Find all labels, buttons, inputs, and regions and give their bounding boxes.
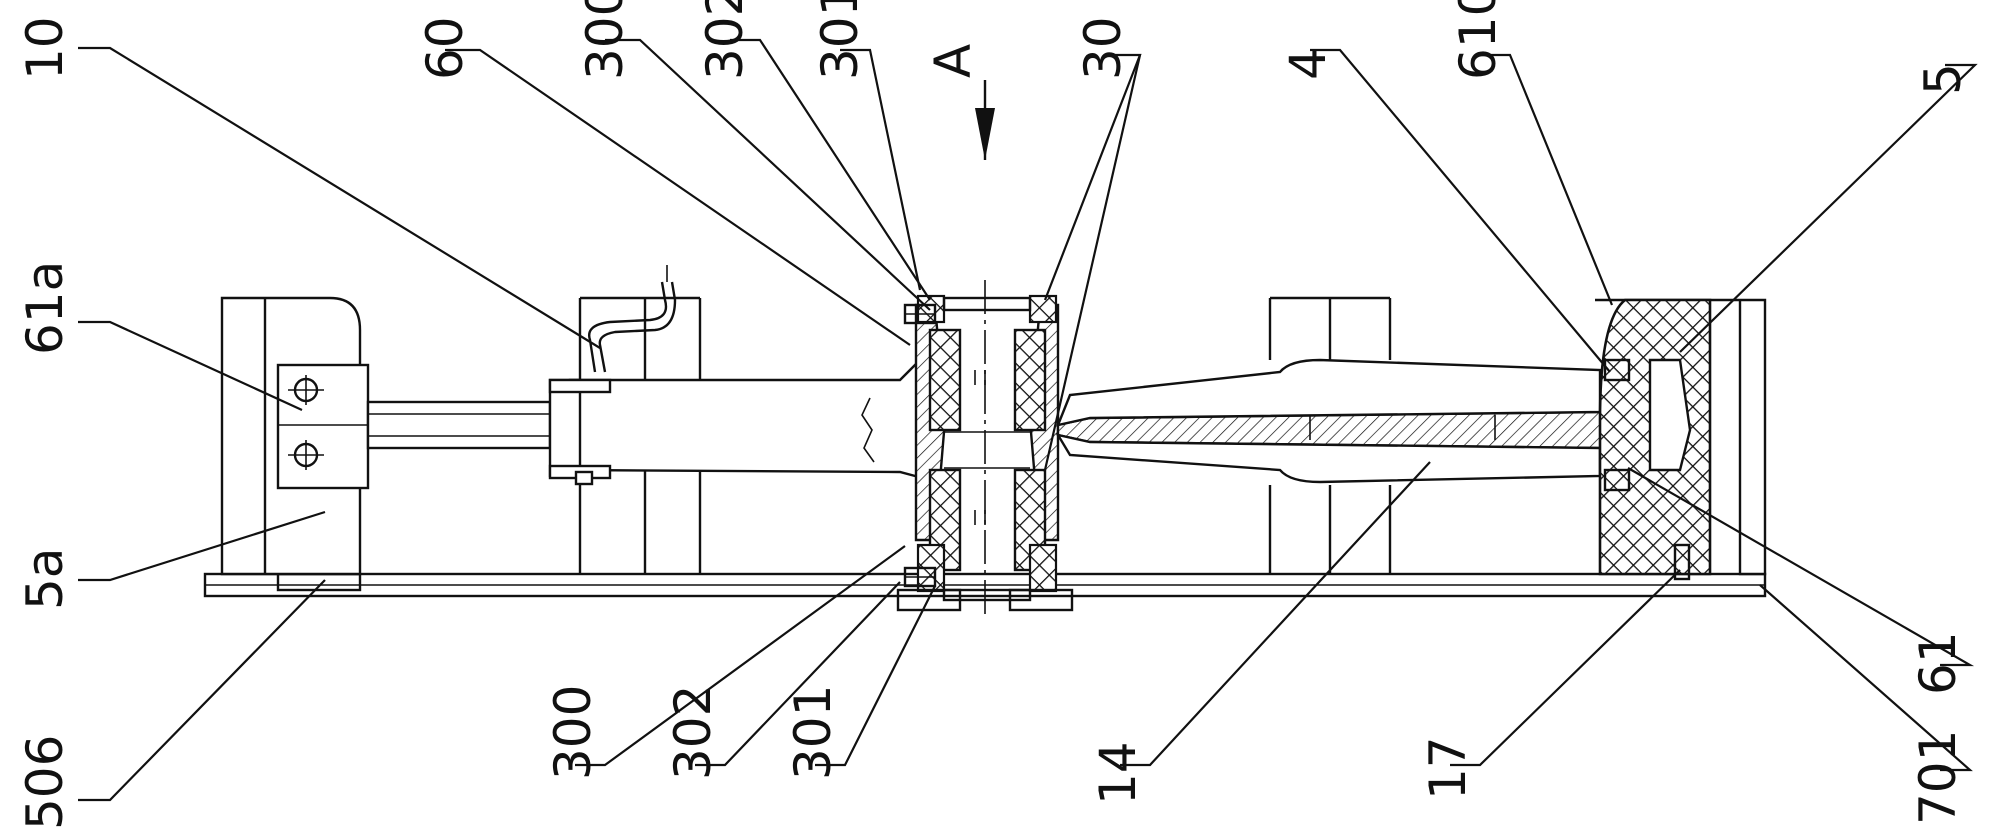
label-4: 4 bbox=[1279, 48, 1337, 80]
label-701: 701 bbox=[1909, 730, 1967, 825]
left-bracket bbox=[222, 298, 550, 574]
label-610: 610 bbox=[1449, 0, 1507, 80]
mounting-plate bbox=[278, 365, 368, 488]
label-a: A bbox=[924, 44, 982, 78]
label-302-bottom: 302 bbox=[664, 685, 722, 780]
label-61a: 61a bbox=[16, 261, 74, 355]
label-10: 10 bbox=[16, 16, 74, 80]
label-301-bottom: 301 bbox=[784, 685, 842, 780]
label-61: 61 bbox=[1909, 631, 1967, 695]
label-17: 17 bbox=[1419, 736, 1477, 800]
label-14: 14 bbox=[1089, 741, 1147, 805]
view-arrow bbox=[975, 80, 995, 160]
label-300-top: 300 bbox=[576, 0, 634, 80]
label-30: 30 bbox=[1074, 16, 1132, 80]
label-60: 60 bbox=[416, 16, 474, 80]
label-302-top: 302 bbox=[696, 0, 754, 80]
right-arm bbox=[1058, 360, 1650, 482]
central-hub bbox=[898, 280, 1072, 620]
right-block bbox=[1595, 300, 1765, 579]
label-300-bottom: 300 bbox=[544, 685, 602, 780]
label-5a: 5a bbox=[16, 548, 74, 610]
label-301-top: 301 bbox=[811, 0, 869, 80]
label-506: 506 bbox=[16, 735, 74, 830]
label-5: 5 bbox=[1914, 63, 1972, 95]
